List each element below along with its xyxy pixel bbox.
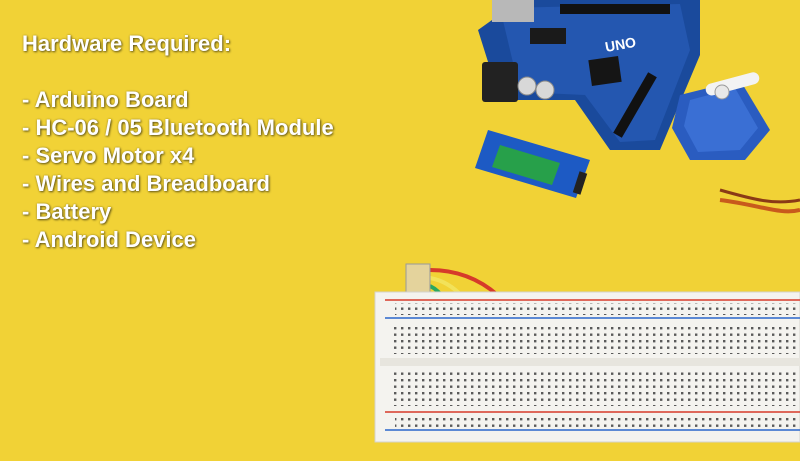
hardware-list-overlay: Hardware Required: - Arduino Board - HC-…: [22, 30, 334, 254]
small-chip: [530, 28, 566, 44]
rail-holes: [395, 303, 800, 315]
usb-port: [492, 0, 534, 22]
pin-header: [613, 72, 657, 138]
list-item: - Wires and Breadboard: [22, 171, 270, 196]
hole-grid: [390, 370, 800, 406]
board-label: UNO: [604, 34, 638, 55]
hardware-heading: Hardware Required:: [22, 31, 232, 56]
arduino-board: UNO: [478, 0, 700, 150]
pin-header: [560, 4, 670, 14]
center-channel: [380, 358, 800, 366]
servo-motor: [672, 72, 800, 214]
list-item: - Android Device: [22, 227, 196, 252]
servo-shaft: [714, 84, 730, 100]
hole-grid: [390, 324, 800, 354]
bluetooth-module: [475, 130, 590, 198]
power-jack: [482, 62, 518, 102]
list-item: - HC-06 / 05 Bluetooth Module: [22, 115, 334, 140]
hardware-list: - Arduino Board - HC-06 / 05 Bluetooth M…: [22, 86, 334, 254]
capacitor: [517, 76, 537, 96]
capacitor: [535, 80, 555, 100]
rail-holes: [395, 415, 800, 427]
list-item: - Battery: [22, 199, 112, 224]
list-item: - Arduino Board: [22, 87, 189, 112]
breadboard: [374, 291, 800, 443]
list-item: - Servo Motor x4: [22, 143, 195, 168]
bt-pins: [572, 171, 588, 195]
mcu-chip: [588, 56, 622, 86]
